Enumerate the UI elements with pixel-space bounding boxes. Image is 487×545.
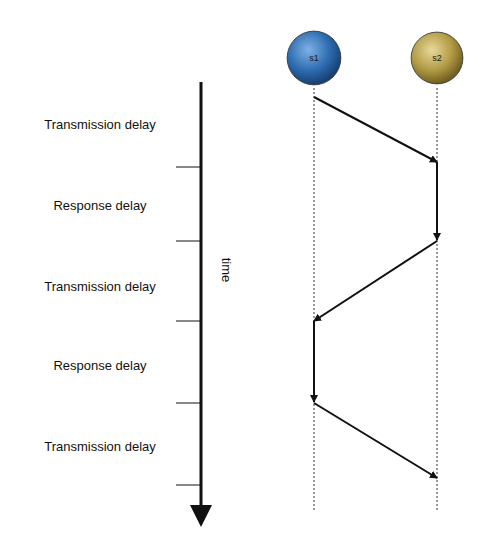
message-arrow <box>314 97 437 162</box>
time-axis <box>200 82 203 510</box>
entity-circle: s1 <box>286 30 342 86</box>
delay-label: Transmission delay <box>44 117 156 132</box>
delay-label: Transmission delay <box>44 439 156 454</box>
axis-label: time <box>219 258 234 283</box>
message-arrow <box>314 241 437 321</box>
delay-label: Transmission delay <box>44 279 156 294</box>
message-arrow <box>314 403 437 478</box>
entity-name: s2 <box>410 31 464 85</box>
time-axis-head <box>190 505 212 527</box>
delay-label: Response delay <box>53 198 146 213</box>
axis-ticks <box>176 167 201 485</box>
delay-label: Response delay <box>53 358 146 373</box>
entity-circle: s2 <box>410 31 464 85</box>
response-arrow <box>436 162 438 240</box>
lifeline <box>437 88 438 510</box>
entity-name: s1 <box>286 30 342 86</box>
lifeline <box>314 88 315 510</box>
response-arrow <box>313 321 315 402</box>
